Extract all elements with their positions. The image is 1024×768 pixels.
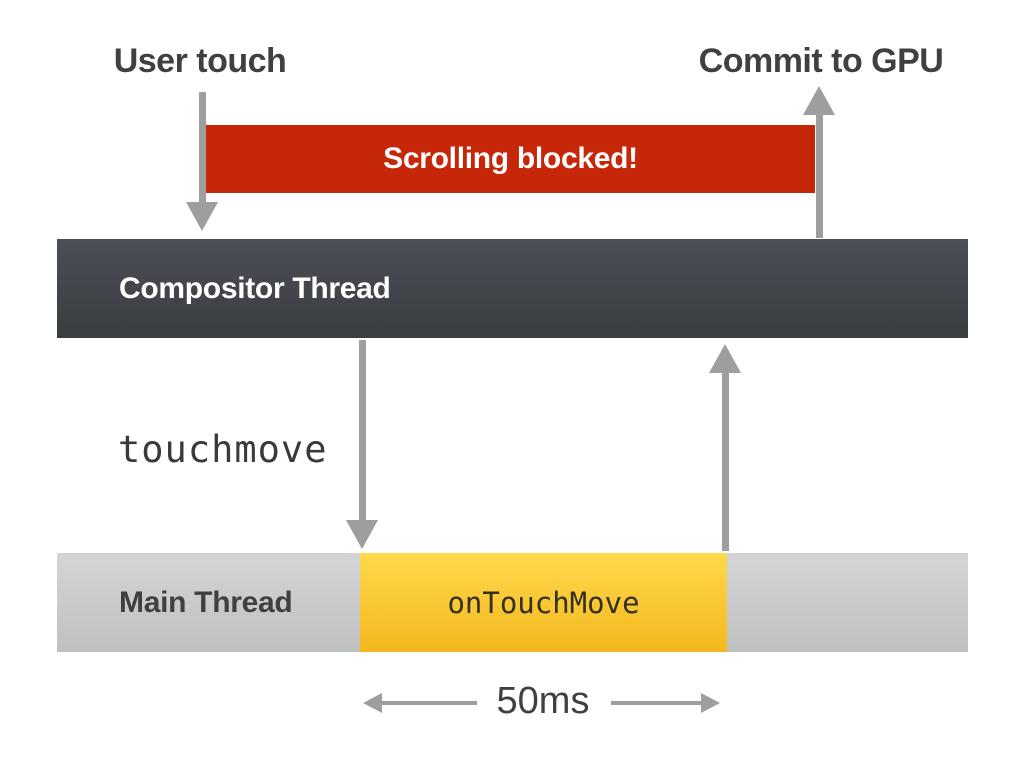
commit-arrow-up-icon bbox=[803, 86, 835, 115]
compositor-thread-label: Compositor Thread bbox=[119, 271, 391, 305]
user-touch-arrow-down-icon bbox=[186, 202, 218, 231]
main-thread-label: Main Thread bbox=[119, 585, 293, 619]
duration-label: 50ms bbox=[496, 680, 590, 722]
user-touch-label: User touch bbox=[113, 42, 287, 80]
scrolling-blocked-label: Scrolling blocked! bbox=[383, 142, 638, 175]
commit-arrow-line bbox=[816, 113, 823, 238]
handler-return-arrow-line bbox=[722, 371, 729, 551]
on-touch-move-segment: onTouchMove bbox=[360, 553, 727, 652]
measure-left-line bbox=[380, 701, 477, 705]
measure-arrow-right-icon bbox=[701, 693, 720, 713]
touchmove-event-label: touchmove bbox=[118, 428, 328, 471]
on-touch-move-label: onTouchMove bbox=[447, 585, 640, 620]
commit-to-gpu-label: Commit to GPU bbox=[698, 42, 944, 80]
handler-return-arrow-up-icon bbox=[709, 344, 741, 373]
measure-right-line bbox=[611, 701, 703, 705]
compositor-thread-bar: Compositor Thread bbox=[57, 239, 968, 338]
user-touch-arrow-line bbox=[199, 92, 206, 204]
touchmove-dispatch-arrow-line bbox=[359, 340, 366, 522]
measure-arrow-left-icon bbox=[363, 693, 382, 713]
touchmove-dispatch-arrow-down-icon bbox=[346, 520, 378, 549]
scrolling-blocked-banner: Scrolling blocked! bbox=[206, 125, 815, 193]
